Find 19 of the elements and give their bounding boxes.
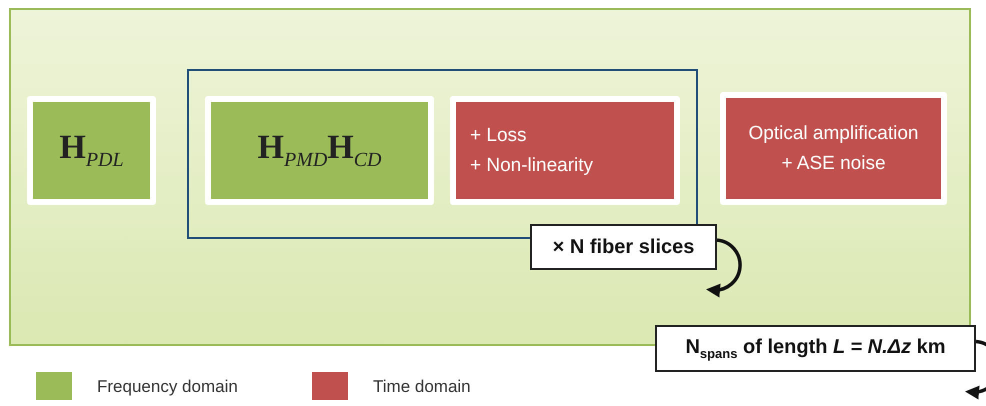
loop-arrow [706, 238, 742, 298]
frame [187, 69, 698, 239]
block-text: + ASE noise [781, 152, 886, 176]
block [205, 96, 434, 205]
block-text: + Non-linearity [470, 154, 594, 178]
repeat-label-box [530, 224, 717, 270]
repeat-label-box [655, 325, 976, 372]
block-text: Optical amplification [748, 122, 919, 146]
formula: H$_{PMD}$H$_{CD}$ [257, 129, 382, 172]
repeat-label: × N fiber slices [552, 236, 694, 258]
block-text: + Loss [470, 124, 528, 148]
loop-arrow [965, 340, 986, 400]
formula: H$_{PDL}$ [59, 129, 124, 172]
repeat-label: N$_{spans}$ of length L = N.Δz km [685, 336, 946, 361]
legend-label: Frequency domain [97, 377, 238, 397]
block [450, 96, 680, 205]
block [720, 92, 947, 205]
block [27, 96, 156, 205]
legend-label: Time domain [373, 377, 471, 397]
